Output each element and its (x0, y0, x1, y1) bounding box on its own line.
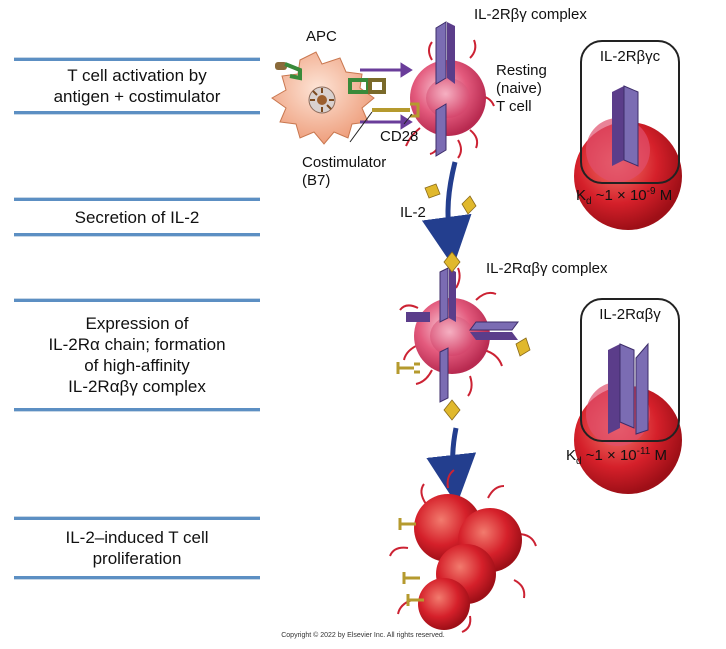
kd-il2rabg: Kd ~1 × 10-11 M (566, 446, 668, 467)
step-secretion: Secretion of IL-2 (14, 197, 260, 237)
mhc-tcr-contact (348, 78, 386, 94)
step-expression-text: Expression of IL-2Rα chain; formation of… (48, 314, 226, 396)
label-il2: IL-2 (400, 204, 426, 221)
label-il2rbg-complex: IL-2Rβγ complex (474, 6, 587, 23)
copyright: Copyright © 2022 by Elsevier Inc. All ri… (281, 632, 445, 639)
costimulator-pointer (349, 111, 373, 143)
step-proliferation-text: IL-2–induced T cell proliferation (65, 528, 209, 568)
arrow-to-secretion (421, 161, 472, 267)
inset-bottom-illustration (574, 342, 682, 494)
step-proliferation: IL-2–induced T cell proliferation (14, 516, 260, 580)
tcell-activated (399, 267, 503, 397)
step-activation: T cell activation by antigen + costimula… (14, 57, 260, 115)
arrow-to-proliferation (426, 427, 477, 505)
kd-il2rbg: Kd ~1 × 10-9 M (576, 186, 673, 207)
inset-il2rabg: IL-2Rαβγ (580, 298, 680, 442)
label-apc: APC (306, 28, 337, 45)
apc-cell (271, 51, 375, 145)
il2-molecules (424, 183, 477, 215)
step-secretion-text: Secretion of IL-2 (74, 207, 200, 227)
proliferating-cells (389, 469, 537, 633)
il2rbg-top (435, 21, 455, 157)
step-expression: Expression of IL-2Rα chain; formation of… (14, 298, 260, 412)
il2rabg-middle (396, 251, 531, 421)
step-activation-text: T cell activation by antigen + costimula… (53, 66, 221, 106)
cd28-receptor (372, 102, 420, 118)
inset-il2rbg-title: IL-2Rβγc (599, 48, 661, 65)
label-costimulator: Costimulator (B7) (302, 154, 387, 189)
cd28-pointer (403, 113, 413, 125)
label-resting-tcell: Resting (naive) T cell (496, 62, 547, 115)
inset-il2rbg: IL-2Rβγc (580, 40, 680, 184)
apc-mhc-left (275, 62, 302, 81)
label-cd28: CD28 (380, 128, 419, 145)
inset-il2rabg-title: IL-2Rαβγ (599, 306, 661, 323)
inset-top-illustration (574, 85, 682, 230)
label-il2rabg-complex: IL-2Rαβγ complex (486, 260, 608, 277)
